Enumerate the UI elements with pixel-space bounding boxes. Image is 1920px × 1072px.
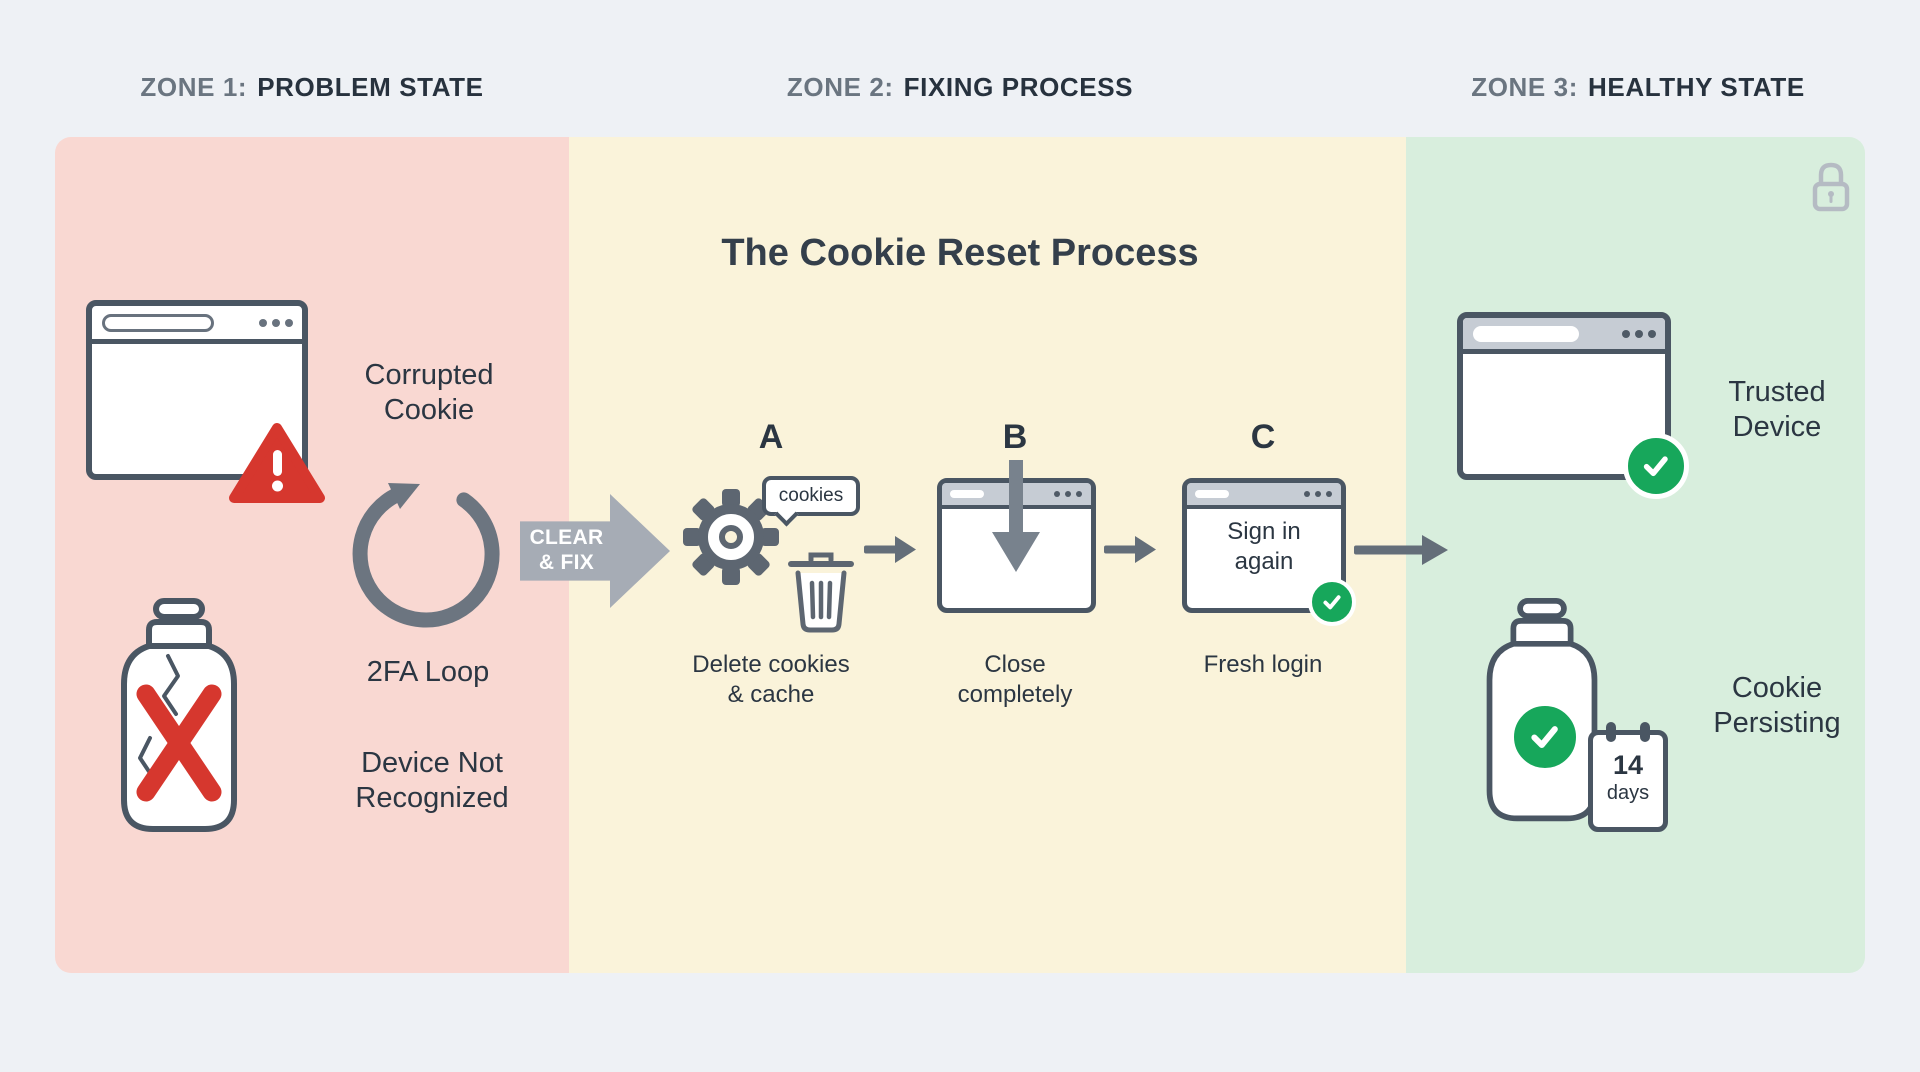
trusted-check-icon [1623, 433, 1689, 499]
window-dots [1622, 329, 1656, 338]
sign-in-browser-window-icon: Sign in again [1182, 478, 1346, 613]
url-bar [950, 490, 984, 498]
arrow-b-to-c-icon [1104, 536, 1156, 563]
calendar-hook [1640, 722, 1650, 742]
success-check-icon [1308, 578, 1356, 626]
url-bar [102, 313, 214, 332]
step-b-caption: Close completely [957, 651, 1073, 708]
lock-icon [1812, 162, 1850, 212]
window-dot [1635, 329, 1643, 338]
arrow-a-to-b-icon [864, 536, 916, 563]
zone-healthy-state [1406, 137, 1865, 973]
window-dot [285, 318, 293, 327]
window-dots [1054, 491, 1082, 497]
zone2-header: ZONE 2: FIXING PROCESS [787, 72, 1133, 103]
down-arrow-icon [992, 460, 1040, 572]
broken-cookie-jar-icon [121, 598, 237, 832]
step-b-label: B [1002, 418, 1028, 456]
browser-window-header [92, 306, 302, 344]
calendar-icon: 14 days [1588, 722, 1668, 832]
page-title: The Cookie Reset Process [721, 232, 1199, 274]
calendar-hook [1606, 722, 1616, 742]
loop-arrow-icon [352, 483, 500, 628]
clear-fix-label: CLEAR & FIX [529, 526, 604, 574]
window-dot [1054, 491, 1060, 497]
step-c-caption: Fresh login [1203, 651, 1323, 678]
window-dot [259, 318, 267, 327]
step-c-label: C [1250, 418, 1276, 456]
window-dot [1326, 491, 1332, 497]
window-dots [259, 318, 293, 327]
zone2-header-prefix: ZONE 2: [786, 72, 894, 102]
window-dots [1304, 491, 1332, 497]
zone-problem-state [55, 137, 569, 973]
window-dot [1076, 491, 1082, 497]
cookies-bubble-text: cookies [778, 485, 844, 506]
url-bar [1473, 325, 1579, 342]
cookie-persisting-label: Cookie Persisting [1713, 672, 1841, 739]
warning-triangle-icon [229, 423, 325, 503]
trash-can-icon [788, 552, 854, 633]
zone3-header-name: HEALTHY STATE [1588, 72, 1805, 102]
zone1-header-name: PROBLEM STATE [257, 72, 484, 102]
trusted-device-label: Trusted Device [1728, 376, 1826, 443]
step-a-label: A [758, 418, 784, 456]
window-dot [1304, 491, 1310, 497]
calendar-days-unit: days [1606, 782, 1650, 804]
cookies-speech-bubble: cookies [762, 476, 860, 516]
zone1-header: ZONE 1: PROBLEM STATE [140, 72, 483, 103]
settings-gear-icon [683, 489, 779, 585]
persisting-check-icon [1509, 701, 1581, 773]
calendar-days-number: 14 [1612, 750, 1644, 780]
window-dot [1648, 329, 1656, 338]
window-dot [1065, 491, 1071, 497]
browser-window-header [1463, 318, 1665, 354]
window-dot [272, 318, 280, 327]
corrupted-cookie-label: Corrupted Cookie [364, 359, 494, 426]
window-dot [1315, 491, 1321, 497]
url-bar [1195, 490, 1229, 498]
browser-window-header [1187, 483, 1341, 509]
zone1-header-prefix: ZONE 1: [140, 72, 248, 102]
zone3-header: ZONE 3: HEALTHY STATE [1471, 72, 1805, 103]
device-not-recognized-label: Device Not Recognized [355, 747, 509, 814]
zone3-header-prefix: ZONE 3: [1471, 72, 1578, 102]
arrow-to-healthy-icon [1354, 535, 1448, 565]
twofa-loop-label: 2FA Loop [366, 656, 490, 688]
window-dot [1622, 329, 1630, 338]
zone2-header-name: FIXING PROCESS [903, 72, 1134, 102]
sign-in-again-text: Sign in again [1227, 518, 1301, 575]
step-a-caption: Delete cookies & cache [692, 651, 850, 708]
